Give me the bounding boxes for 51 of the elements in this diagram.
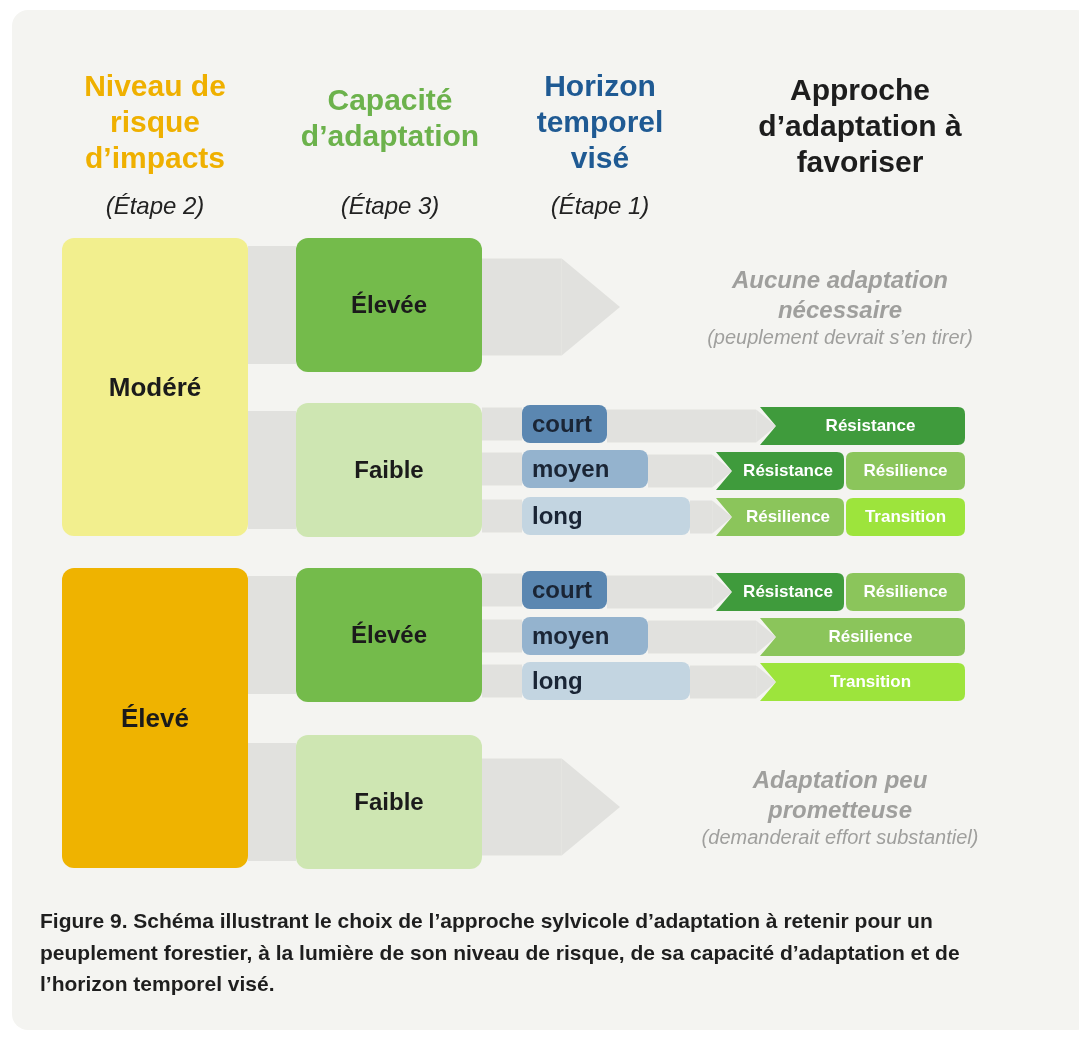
approach-box: Résistance: [716, 573, 844, 611]
approach-box: Résistance: [760, 407, 965, 445]
approach-box: Résistance: [716, 452, 844, 490]
connector-band: [482, 619, 522, 653]
horizon-box: long: [522, 662, 690, 700]
horizon-box: court: [522, 571, 607, 609]
band-arrow: [648, 454, 732, 488]
connector-band: [482, 573, 522, 607]
connector-band: [482, 499, 522, 533]
capacity-box: Élevée: [296, 568, 482, 702]
horizon-box: long: [522, 497, 690, 535]
column-heading: Horizon temporel visé: [535, 68, 665, 176]
horizon-box: moyen: [522, 450, 648, 488]
approach-box: Résilience: [716, 498, 844, 536]
connector-band: [482, 664, 522, 698]
connector-band: [482, 452, 522, 486]
band-arrow: [648, 620, 776, 654]
step-label: (Étape 1): [549, 192, 651, 221]
outcome-note: (demanderait effort substantiel): [701, 824, 979, 850]
connector-band: [482, 407, 522, 441]
column-heading: Niveau de risque d’impacts: [83, 68, 227, 176]
connector-band: [248, 246, 296, 364]
risk-level-box: Modéré: [62, 238, 248, 536]
risk-level-box: Élevé: [62, 568, 248, 868]
horizon-box: moyen: [522, 617, 648, 655]
connector-band: [248, 743, 296, 861]
band-arrow: [482, 258, 620, 356]
approach-box: Résilience: [760, 618, 965, 656]
step-label: (Étape 2): [104, 192, 206, 221]
approach-box: Transition: [760, 663, 965, 701]
band-arrow: [690, 500, 732, 534]
capacity-box: Faible: [296, 735, 482, 869]
outcome-heading: Adaptation peu prometteuse: [751, 764, 929, 825]
band-arrow: [690, 665, 776, 699]
approach-box: Résilience: [846, 573, 965, 611]
connector-band: [248, 576, 296, 694]
figure-caption: Figure 9. Schéma illustrant le choix de l’approche sylvicole d’adaptation à retenir pour un peuplement forestier, à la lumière de son niveau de risque, de sa capacité d’adaptation et de l’horizon temporel visé.: [40, 908, 961, 997]
approach-box: Transition: [846, 498, 965, 536]
capacity-box: Élevée: [296, 238, 482, 372]
band-arrow: [607, 409, 776, 443]
approach-box: Résilience: [846, 452, 965, 490]
band-arrow: [482, 758, 620, 856]
horizon-box: court: [522, 405, 607, 443]
connector-band: [248, 411, 296, 529]
band-arrow: [607, 575, 732, 609]
column-heading: Approche d’adaptation à favoriser: [757, 72, 963, 180]
capacity-box: Faible: [296, 403, 482, 537]
outcome-heading: Aucune adaptation nécessaire: [730, 264, 949, 325]
outcome-note: (peuplement devrait s’en tirer): [707, 324, 973, 350]
step-label: (Étape 3): [339, 192, 441, 221]
column-heading: Capacité d’adaptation: [299, 82, 481, 154]
